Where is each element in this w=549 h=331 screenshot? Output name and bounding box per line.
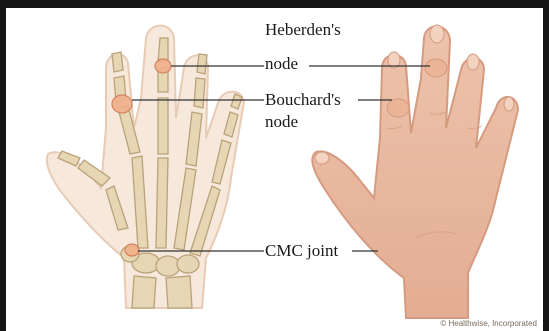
- cmc-joint-label: CMC joint: [265, 241, 338, 260]
- bouchard-node-marker: [112, 95, 132, 113]
- bouchard-label-line1: Bouchard's: [265, 90, 341, 109]
- heberden-label-line2: node: [265, 54, 298, 73]
- middle-metacarpal: [156, 158, 168, 248]
- copyright-credit: © Healthwise, Incorporated: [440, 319, 537, 328]
- heberden-node-marker: [155, 59, 171, 73]
- xray-hand: [47, 26, 244, 308]
- bouchard-label-line2: node: [265, 112, 298, 131]
- heberden-label-line1: Heberden's: [265, 20, 341, 39]
- cmc-joint-marker: [125, 244, 139, 256]
- skin-hand: [312, 25, 518, 318]
- illustration-panel: Heberden's node Bouchard's node CMC join…: [6, 8, 543, 331]
